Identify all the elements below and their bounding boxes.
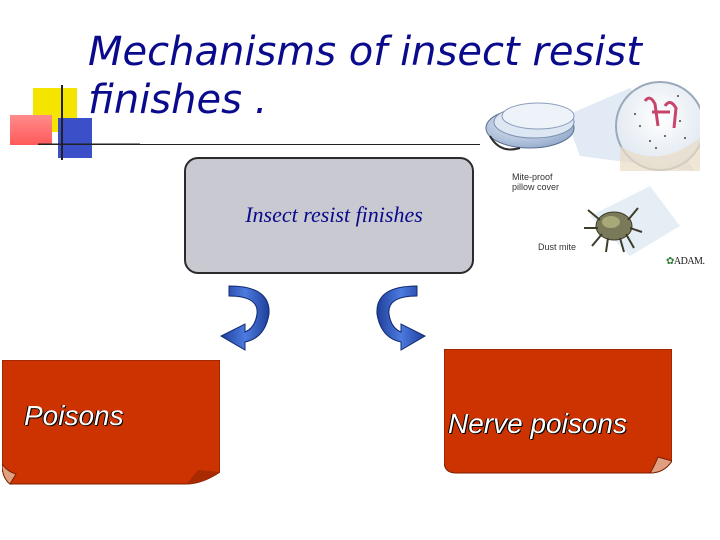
center-node-label: Insect resist finishes — [245, 202, 423, 227]
nerve-poisons-box — [444, 349, 672, 474]
right-curved-arrow — [376, 285, 427, 351]
poisons-box — [2, 360, 220, 485]
dust-mite-illustration — [485, 81, 700, 256]
poisons-label: Poisons — [24, 400, 124, 431]
title-underline — [38, 144, 480, 145]
decorative-squares — [10, 85, 140, 160]
adam-logo: ✿ADAM. — [666, 256, 705, 267]
left-curved-arrow — [219, 285, 270, 351]
adam-logo-mark: ✿ — [666, 256, 674, 267]
mite-caption: Dust mite — [538, 242, 577, 252]
nerve-poisons-label: Nerve poisons — [448, 408, 627, 439]
pillow-caption: Mite-proof pillow cover — [512, 172, 560, 192]
branch-arrows — [219, 285, 427, 351]
slide-title: Mechanisms of insect resist finishes . — [88, 29, 642, 123]
adam-logo-text: ADAM. — [673, 256, 705, 267]
center-node-box — [184, 157, 474, 274]
